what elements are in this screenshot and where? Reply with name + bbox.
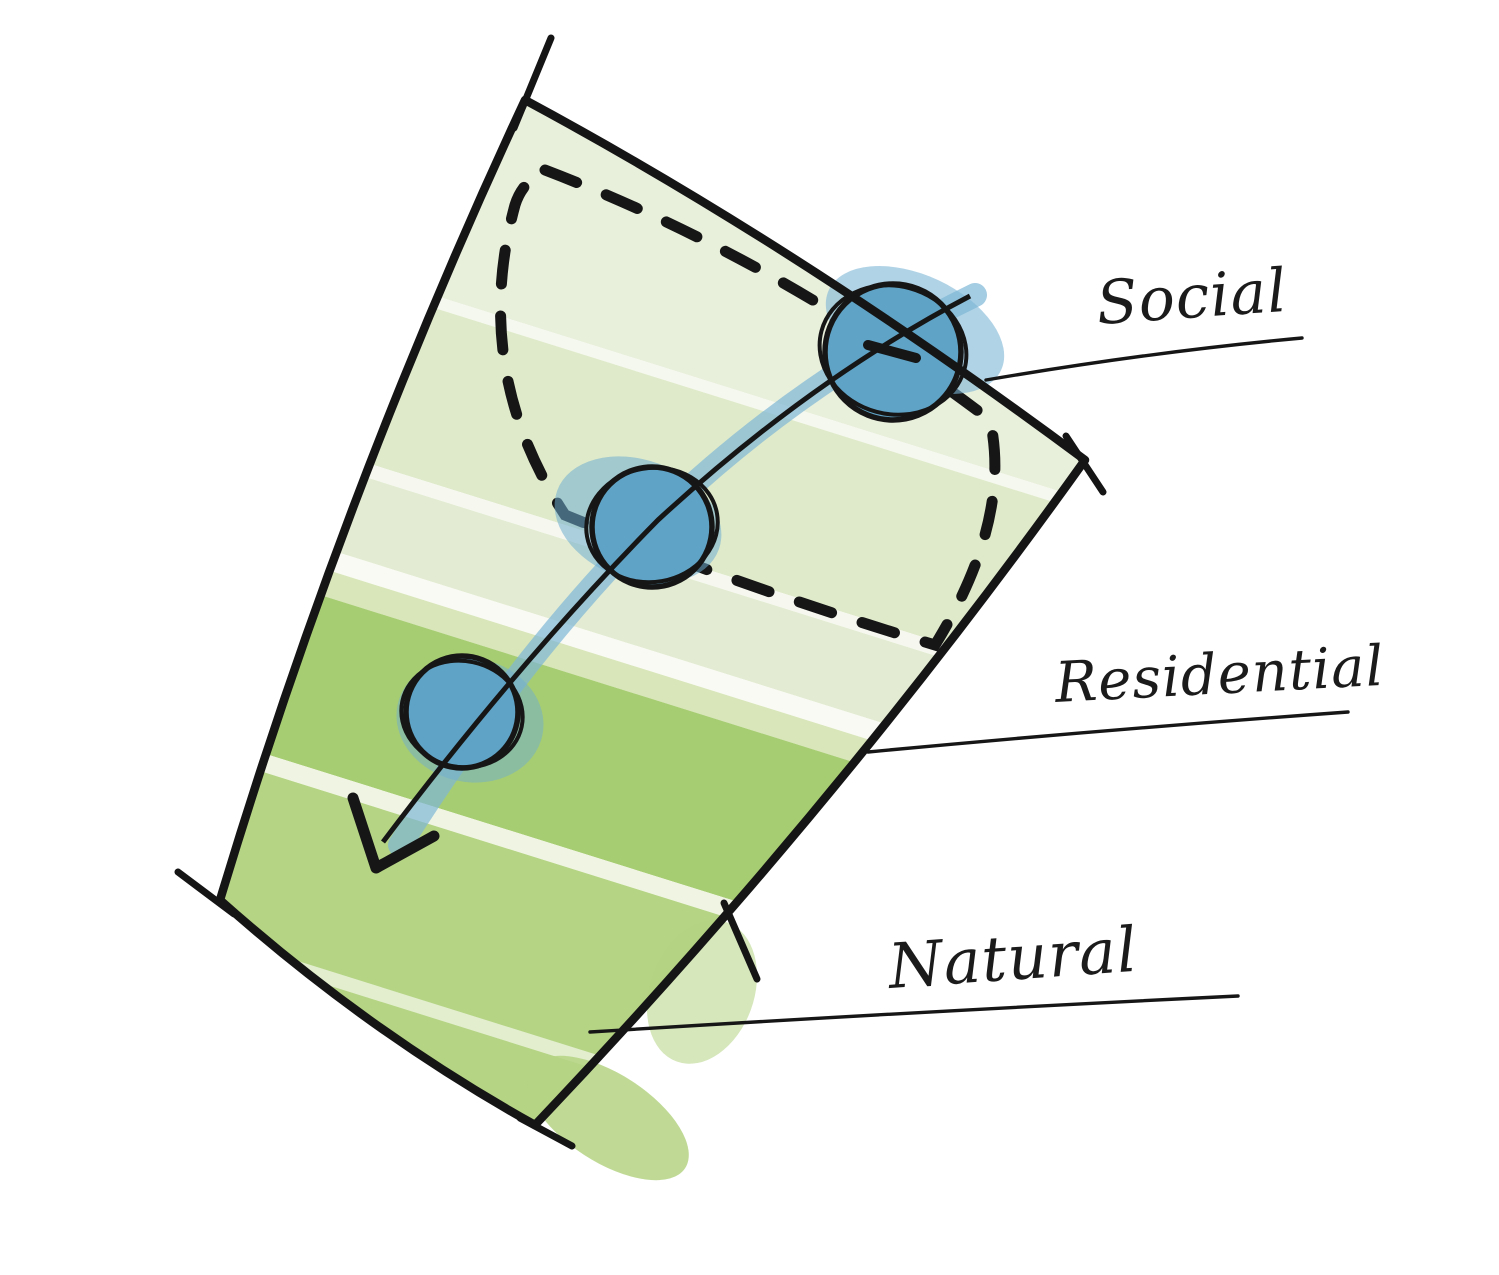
zone-band-mid [220, 365, 1085, 989]
sketch-overshoots [174, 34, 1107, 1150]
overshoot-bottom-right [516, 1114, 576, 1150]
overshoot-top-left [510, 34, 555, 132]
leader-line-natural [588, 994, 1240, 1034]
node-circle-natural-sketchline [399, 658, 525, 770]
overshoot-bottom-left [174, 868, 238, 918]
leader-lines [588, 336, 1350, 1034]
tick-natural-boundary [720, 899, 761, 983]
zone-streak-bright [220, 346, 1085, 964]
label-residential: Residential [1052, 634, 1386, 716]
flow-arrow-curve [381, 293, 972, 844]
wedge-outline [215, 95, 1090, 1130]
label-social: Social [1094, 256, 1289, 339]
leader-line-social [984, 336, 1304, 382]
arrowhead-icon [347, 792, 440, 874]
zone-band-mid-pale [220, 270, 1085, 945]
zone-streak [220, 730, 1085, 1125]
label-natural: Natural [884, 913, 1140, 1003]
dash-mark-in-node [863, 340, 921, 363]
tick-top-right [1062, 432, 1107, 496]
node-circle-residential-sketchline [584, 465, 720, 585]
leader-line-residential [866, 710, 1350, 754]
zone-band-dark [220, 390, 1085, 1125]
